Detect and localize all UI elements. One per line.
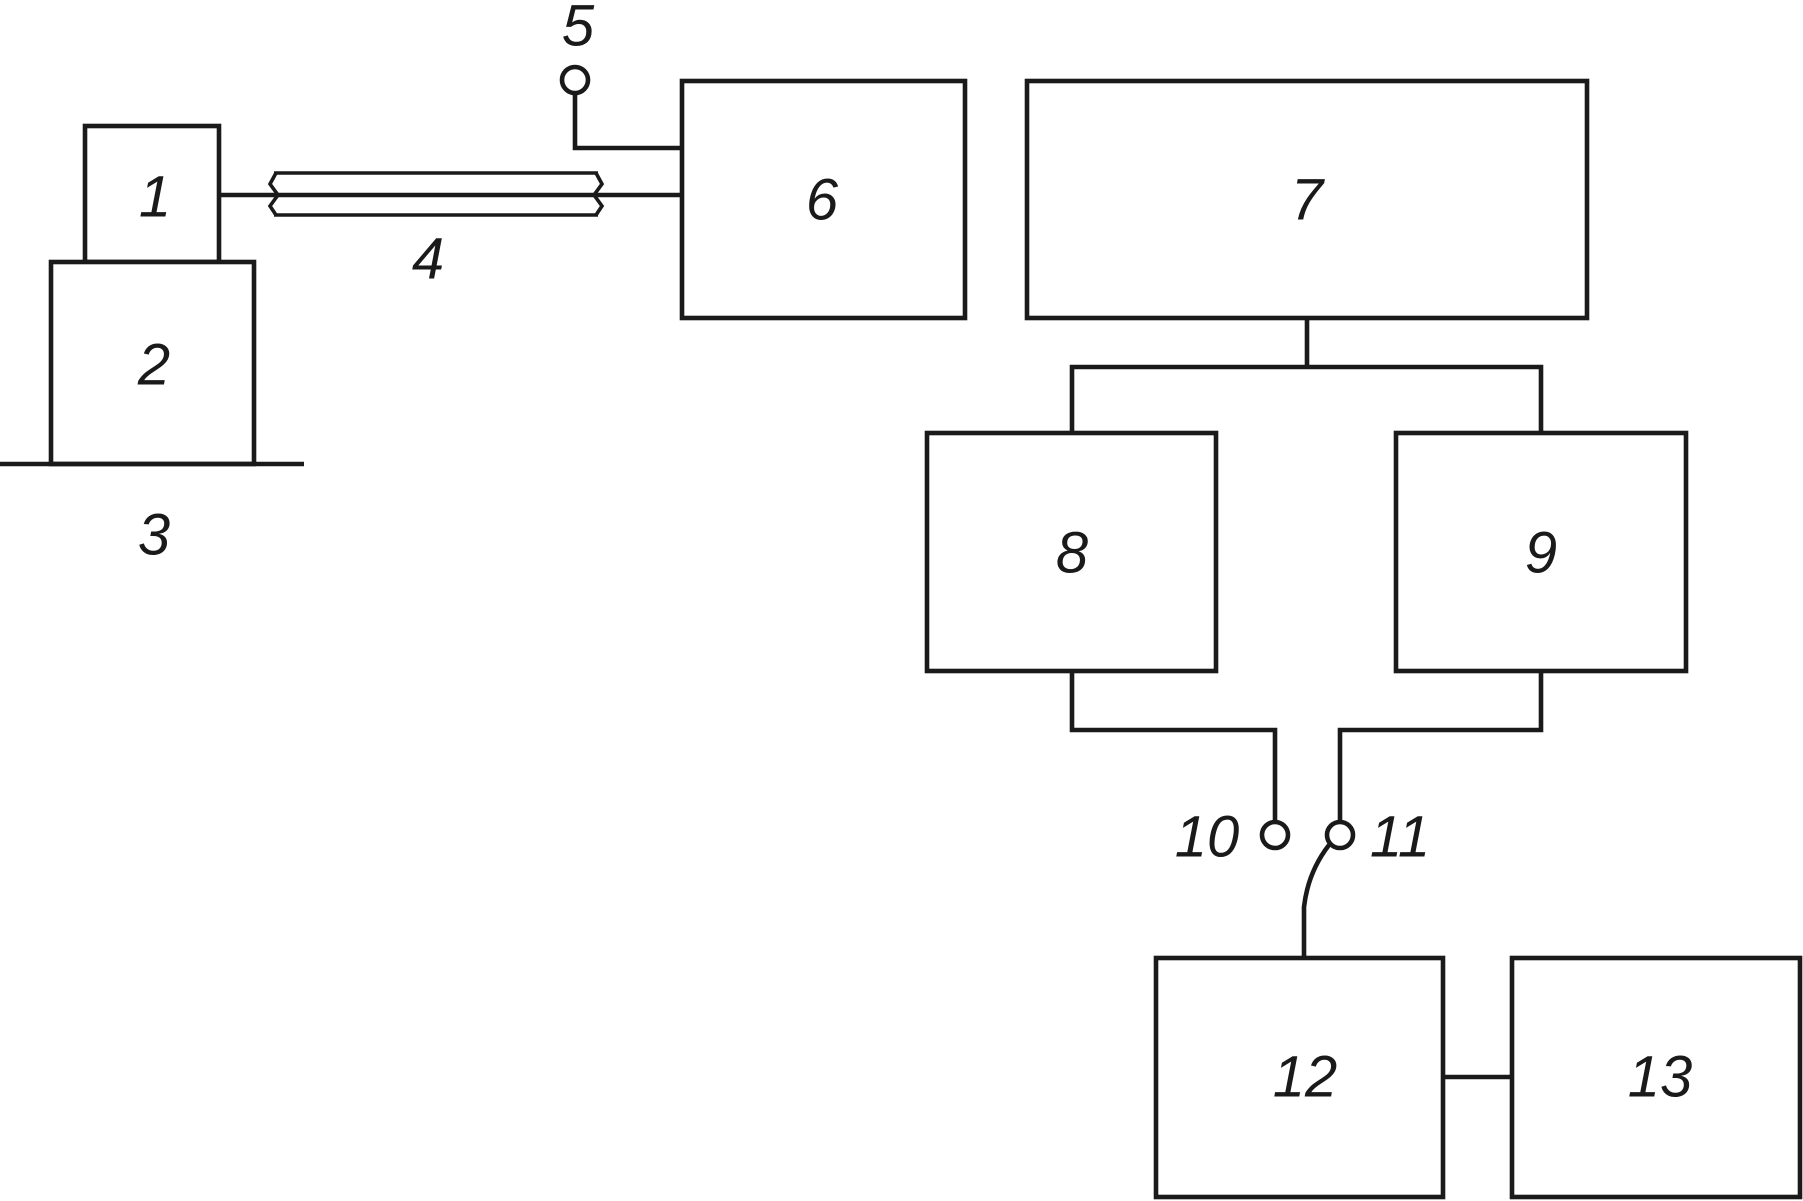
wire-8-to-10	[1069, 671, 1278, 822]
label-5: 5	[562, 0, 595, 59]
block-7	[1024, 78, 1590, 321]
label-9: 9	[1525, 521, 1557, 586]
label-11: 11	[1370, 805, 1430, 870]
label-6: 6	[806, 168, 839, 233]
label-7: 7	[1291, 168, 1326, 233]
block-6	[679, 78, 968, 321]
label-4: 4	[412, 227, 444, 292]
switch-arm	[1301, 843, 1331, 957]
label-12: 12	[1273, 1045, 1338, 1110]
label-2: 2	[137, 333, 170, 398]
label-8: 8	[1056, 521, 1088, 586]
block-1	[82, 123, 222, 265]
label-3: 3	[138, 503, 170, 568]
block-9	[1393, 430, 1689, 674]
block-12	[1153, 955, 1446, 1200]
block-13	[1509, 955, 1803, 1200]
wire-7-to-8-9	[1069, 364, 1544, 433]
terminal-5	[559, 64, 591, 96]
label-13: 13	[1628, 1045, 1693, 1110]
wire-9-to-11	[1337, 671, 1544, 822]
block-2	[48, 259, 257, 467]
terminal-11	[1324, 819, 1356, 851]
wire-5-to-6	[572, 93, 682, 151]
terminal-10	[1259, 819, 1291, 851]
label-10: 10	[1175, 805, 1240, 870]
label-1: 1	[139, 165, 171, 230]
